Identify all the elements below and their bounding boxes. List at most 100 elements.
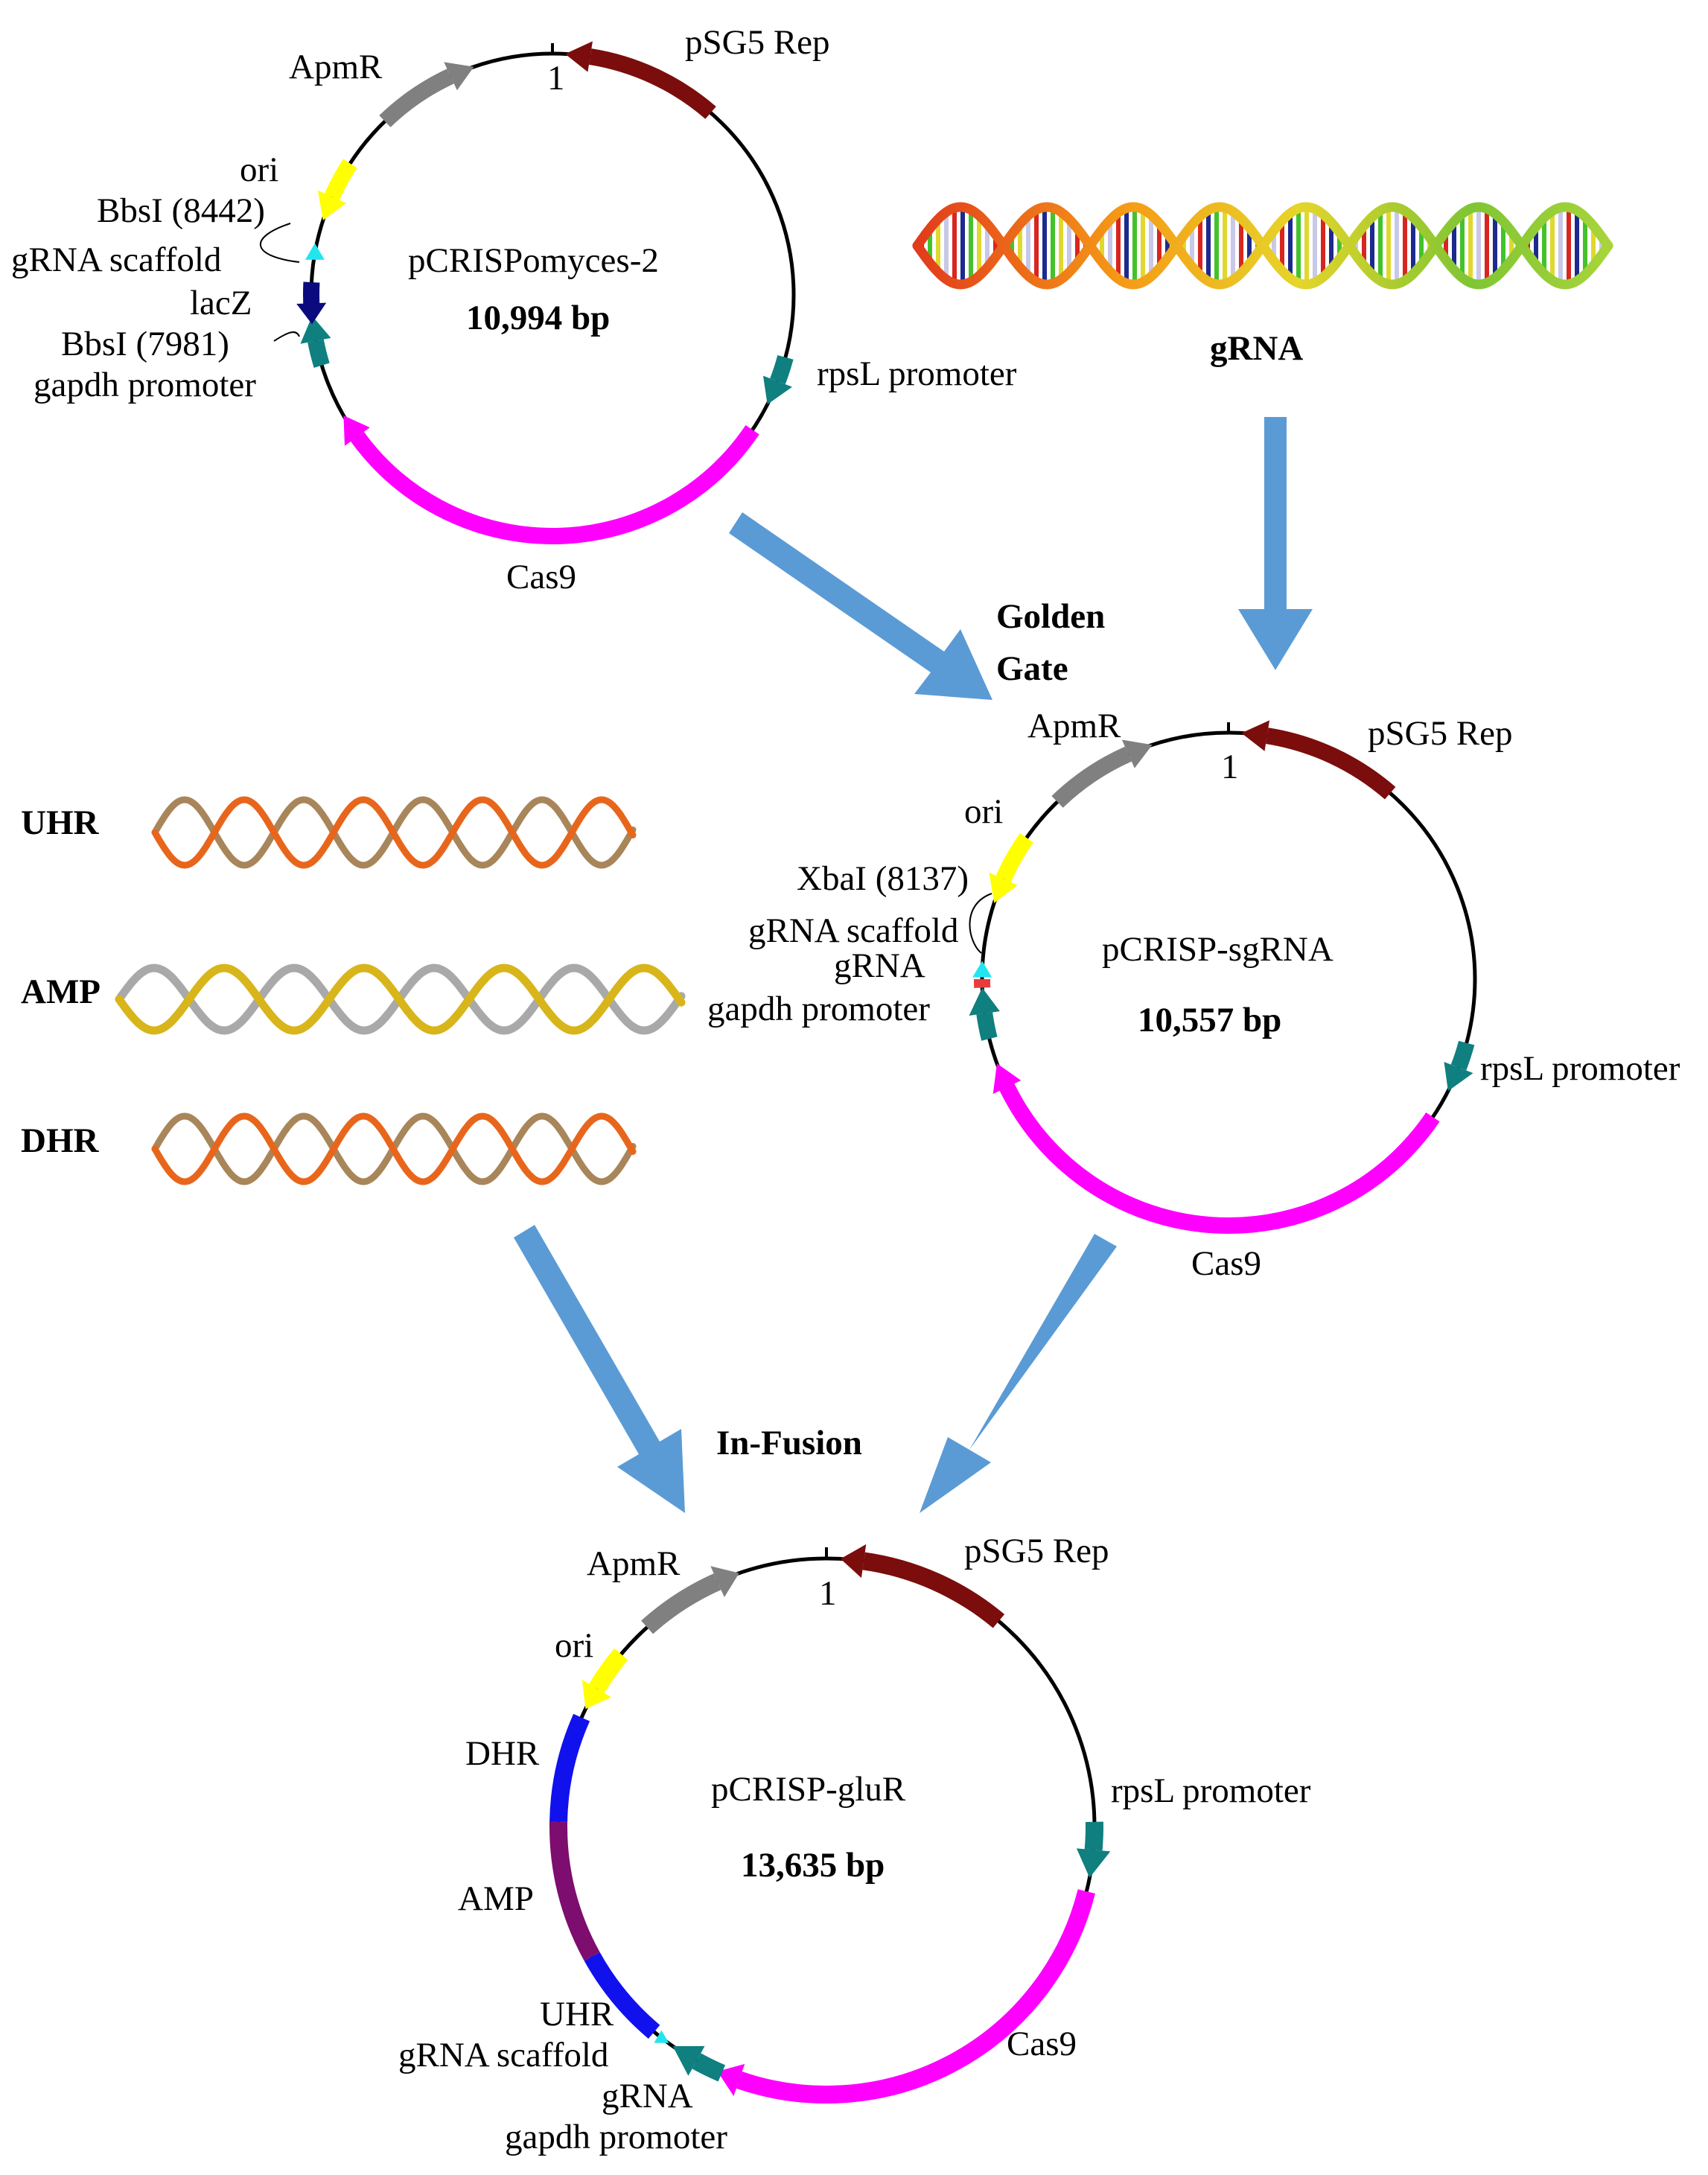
cas9-arrow	[350, 425, 759, 544]
gRNA-scaffold-mark	[654, 2030, 669, 2043]
fragment-label-amp: AMP	[21, 972, 101, 1011]
rpsL-promoter-arrow-arrowhead	[1444, 1062, 1473, 1092]
apmr-arrow	[379, 69, 454, 127]
label-pSG5-rep: pSG5 Rep	[685, 23, 830, 62]
fragment-dhr: DHR	[21, 1112, 637, 1185]
label-gapdh-promoter: gapdh promoter	[505, 2118, 727, 2156]
pSG5-rep-arrow-arrowhead	[564, 41, 593, 72]
gapdh-promoter-arrow-arrowhead	[969, 987, 1000, 1016]
lacZ-arrowhead	[296, 302, 327, 325]
cas9-arrow	[736, 1889, 1095, 2104]
fragment-label-uhr: UHR	[21, 803, 100, 842]
cas9-arrow-arrowhead	[717, 2063, 745, 2096]
plasmid-pcrispomyces-2: 1 pCRISPomyces-2 10,994 bp pSG5 Rep rpsL…	[11, 23, 1017, 596]
label-bbsI-8442: BbsI (8442)	[97, 191, 265, 230]
rpsL-promoter-arrow	[1450, 1040, 1475, 1071]
rpsL-promoter-arrow-arrowhead	[762, 375, 792, 405]
uhr-helix-image	[151, 796, 637, 869]
label-ori: ori	[555, 1626, 593, 1665]
fragment-amp: AMP	[21, 964, 686, 1035]
apmr-arrow-arrowhead	[1121, 739, 1153, 768]
label-cas9: Cas9	[1191, 1244, 1261, 1283]
ori-arrow	[589, 1648, 628, 1693]
fragment-label-dhr: DHR	[21, 1121, 100, 1160]
label-lacZ: lacZ	[190, 284, 252, 322]
bbsI-7981-leader	[273, 331, 300, 342]
label-gRNA: gRNA	[834, 946, 925, 985]
gapdh-promoter-arrow-arrowhead	[672, 2045, 705, 2076]
xbaI-leader	[969, 893, 992, 954]
label-dhr: DHR	[465, 1734, 540, 1773]
gRNA-dna-helix-image	[912, 202, 1613, 290]
flow-arrows	[514, 417, 1313, 1513]
arrow-in-fusion-left	[514, 1225, 685, 1513]
amp-block	[549, 1821, 600, 1961]
gapdh-promoter-arrow	[307, 339, 330, 368]
rpsL-promoter-arrow-arrowhead	[1076, 1848, 1111, 1878]
arrow-golden-gate-left	[729, 512, 992, 700]
label-cas9: Cas9	[1007, 2025, 1077, 2063]
gRNA-scaffold-mark	[305, 243, 325, 260]
label-apmr: ApmR	[587, 1544, 681, 1583]
label-xbaI-8137: XbaI (8137)	[797, 859, 969, 898]
pSG5-rep-arrow	[1266, 727, 1396, 800]
ori-arrow-arrowhead	[317, 190, 347, 220]
label-rpsL-promoter: rpsL promoter	[817, 354, 1017, 393]
origin-label: 1	[1221, 748, 1239, 786]
plasmid-pcrisp-glur: 1 pCRISP-gluR 13,635 bp pSG5 Rep rpsL pr…	[398, 1532, 1311, 2156]
gapdh-promoter-arrow	[692, 2053, 726, 2082]
ori-arrow	[995, 832, 1033, 882]
label-gRNA-scaffold: gRNA scaffold	[11, 241, 221, 279]
fragment-uhr: UHR	[21, 796, 637, 869]
strand-a	[912, 202, 1613, 290]
gRNA-label: gRNA	[1210, 329, 1303, 368]
ori-arrow-arrowhead	[989, 872, 1018, 903]
strand-a	[151, 1112, 637, 1185]
origin-label: 1	[819, 1574, 837, 1613]
apmr-arrow	[1051, 746, 1132, 808]
plasmid-size: 10,994 bp	[466, 299, 610, 337]
label-amp: AMP	[458, 1879, 534, 1918]
in-fusion-label: In-Fusion	[716, 1424, 862, 1462]
label-cas9: Cas9	[506, 558, 576, 596]
golden-gate-label-line2: Gate	[996, 649, 1068, 688]
arrow-in-fusion-right	[920, 1234, 1117, 1513]
arrow-golden-gate-right	[1238, 417, 1313, 670]
label-rpsL-promoter: rpsL promoter	[1111, 1771, 1311, 1810]
label-bbsI-7981: BbsI (7981)	[61, 325, 229, 363]
label-uhr: UHR	[540, 1995, 614, 2034]
rpsL-promoter-arrow	[770, 354, 794, 385]
ori-arrow	[324, 159, 357, 200]
plasmid-name: pCRISP-gluR	[711, 1770, 906, 1809]
plasmid-pcrisp-sgrna: 1 pCRISP-sgRNA 10,557 bp pSG5 Rep rpsL p…	[707, 707, 1680, 1283]
features	[296, 41, 794, 544]
gRNA-scaffold-mark	[972, 961, 992, 978]
dhr-block	[549, 1713, 590, 1823]
label-gRNA-scaffold: gRNA scaffold	[748, 911, 958, 950]
plasmid-size: 10,557 bp	[1138, 1001, 1281, 1039]
label-rpsL-promoter: rpsL promoter	[1480, 1049, 1680, 1088]
pSG5-rep-arrow-arrowhead	[1241, 720, 1270, 751]
label-ori: ori	[240, 150, 278, 189]
features	[969, 720, 1475, 1234]
dhr-helix-image	[151, 1112, 637, 1185]
cas9-arrow-arrowhead	[992, 1063, 1022, 1095]
plasmid-size: 13,635 bp	[741, 1846, 885, 1885]
gapdh-promoter-arrow	[976, 1012, 998, 1041]
label-gRNA: gRNA	[602, 2077, 693, 2115]
label-gapdh-promoter: gapdh promoter	[34, 366, 256, 404]
plasmid-name: pCRISPomyces-2	[408, 241, 659, 280]
label-ori: ori	[964, 792, 1003, 831]
bbsI-8442-leader	[259, 223, 300, 263]
apmr-arrow	[641, 1573, 721, 1634]
gapdh-promoter-arrow-arrowhead	[300, 316, 331, 344]
label-pSG5-rep: pSG5 Rep	[1368, 714, 1513, 753]
label-pSG5-rep: pSG5 Rep	[964, 1532, 1109, 1570]
apmr-arrow-arrowhead	[710, 1566, 739, 1597]
amp-helix-image	[115, 964, 686, 1035]
label-apmr: ApmR	[289, 48, 383, 86]
label-gapdh-promoter: gapdh promoter	[707, 990, 930, 1028]
strand-a	[151, 796, 637, 869]
label-gRNA-scaffold: gRNA scaffold	[398, 2036, 608, 2074]
